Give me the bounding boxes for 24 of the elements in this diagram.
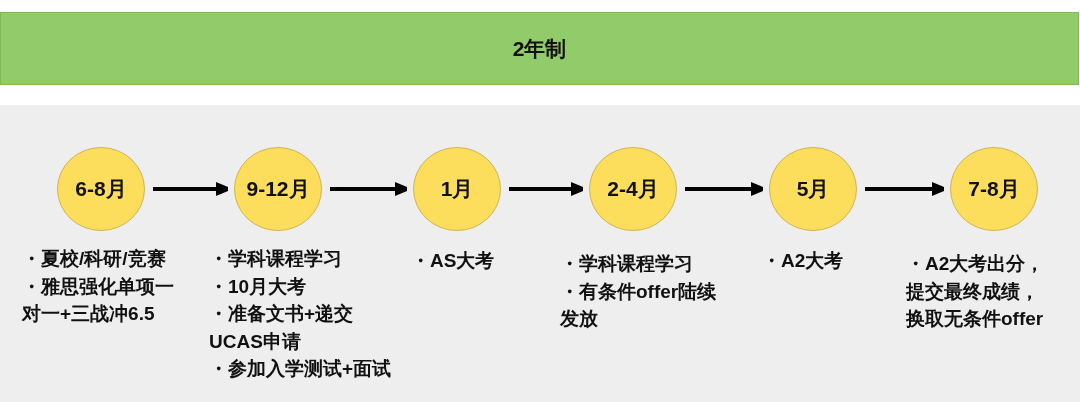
bullet-text: ・夏校/科研/竞赛	[22, 247, 166, 271]
bullet-text: ・有条件offer陆续发放	[560, 279, 718, 331]
period-label: 2-4月	[607, 176, 659, 202]
bullet-text: ・10月大考	[209, 274, 307, 299]
timeline-circle	[234, 147, 322, 231]
period-label: 9-12月	[246, 176, 310, 202]
period-label: 6-8月	[75, 176, 127, 202]
bullet-text: ・AS大考	[411, 249, 495, 273]
timeline-circle	[950, 147, 1038, 231]
timeline-circle	[57, 147, 145, 231]
period-label: 1月	[440, 176, 474, 202]
bullet-text: ・雅思强化单项一对一+三战冲6.5	[22, 274, 175, 326]
timeline-circle	[769, 147, 857, 231]
bullet-text: ・参加入学测试+面试	[209, 357, 392, 381]
bullet-text: ・学科课程学习	[209, 247, 342, 271]
diagram-title: 2年制	[512, 35, 567, 62]
period-label: 7-8月	[968, 176, 1020, 202]
timeline-circle	[589, 147, 677, 231]
bullet-text: ・A2大考出分，提交最终成绩，换取无条件offer	[906, 252, 1046, 331]
bullet-text: ・A2大考	[762, 249, 844, 273]
bullet-text: ・学科课程学习	[560, 252, 693, 276]
bullet-text: ・准备文书+递交UCAS申请	[209, 302, 355, 354]
timeline-circle	[413, 147, 501, 231]
period-label: 5月	[796, 176, 830, 202]
